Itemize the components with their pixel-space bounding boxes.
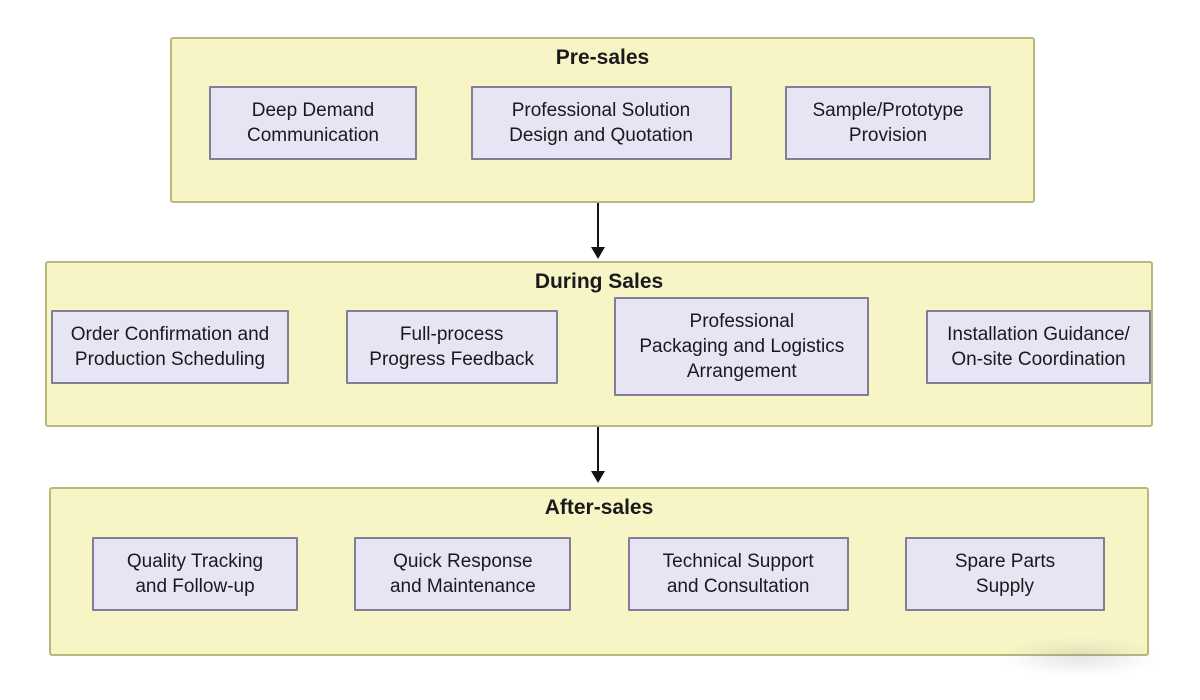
box-quick-response: Quick Response and Maintenance: [354, 537, 572, 611]
after-sales-boxes-row: Quality Tracking and Follow-up Quick Res…: [51, 520, 1147, 628]
pre-sales-boxes-row: Deep Demand Communication Professional S…: [172, 70, 1033, 175]
box-installation-guidance: Installation Guidance/ On-site Coordinat…: [925, 309, 1151, 384]
section-after-sales: After-sales Quality Tracking and Follow-…: [49, 487, 1149, 656]
box-spare-parts-supply: Spare Parts Supply: [904, 537, 1105, 611]
box-sample-prototype-provision: Sample/Prototype Provision: [785, 85, 991, 160]
box-order-confirmation-scheduling: Order Confirmation and Production Schedu…: [51, 309, 289, 384]
box-quality-tracking: Quality Tracking and Follow-up: [92, 537, 298, 611]
box-technical-support: Technical Support and Consultation: [627, 537, 849, 611]
arrowhead-down-icon: [591, 247, 605, 259]
box-deep-demand-communication: Deep Demand Communication: [209, 85, 417, 160]
section-during-sales: During Sales Order Confirmation and Prod…: [45, 261, 1153, 427]
arrow-pre-to-during: [591, 203, 605, 259]
arrow-during-to-after: [591, 427, 605, 483]
section-pre-sales: Pre-sales Deep Demand Communication Prof…: [170, 37, 1035, 203]
box-progress-feedback: Full-process Progress Feedback: [345, 309, 558, 384]
during-sales-boxes-row: Order Confirmation and Production Schedu…: [47, 294, 1151, 399]
section-title-during-sales: During Sales: [534, 270, 664, 293]
arrowhead-down-icon: [591, 471, 605, 483]
section-title-after-sales: After-sales: [544, 496, 654, 519]
box-professional-solution-design: Professional Solution Design and Quotati…: [470, 85, 732, 160]
section-title-pre-sales: Pre-sales: [555, 46, 650, 69]
box-packaging-logistics: Professional Packaging and Logistics Arr…: [614, 297, 870, 396]
